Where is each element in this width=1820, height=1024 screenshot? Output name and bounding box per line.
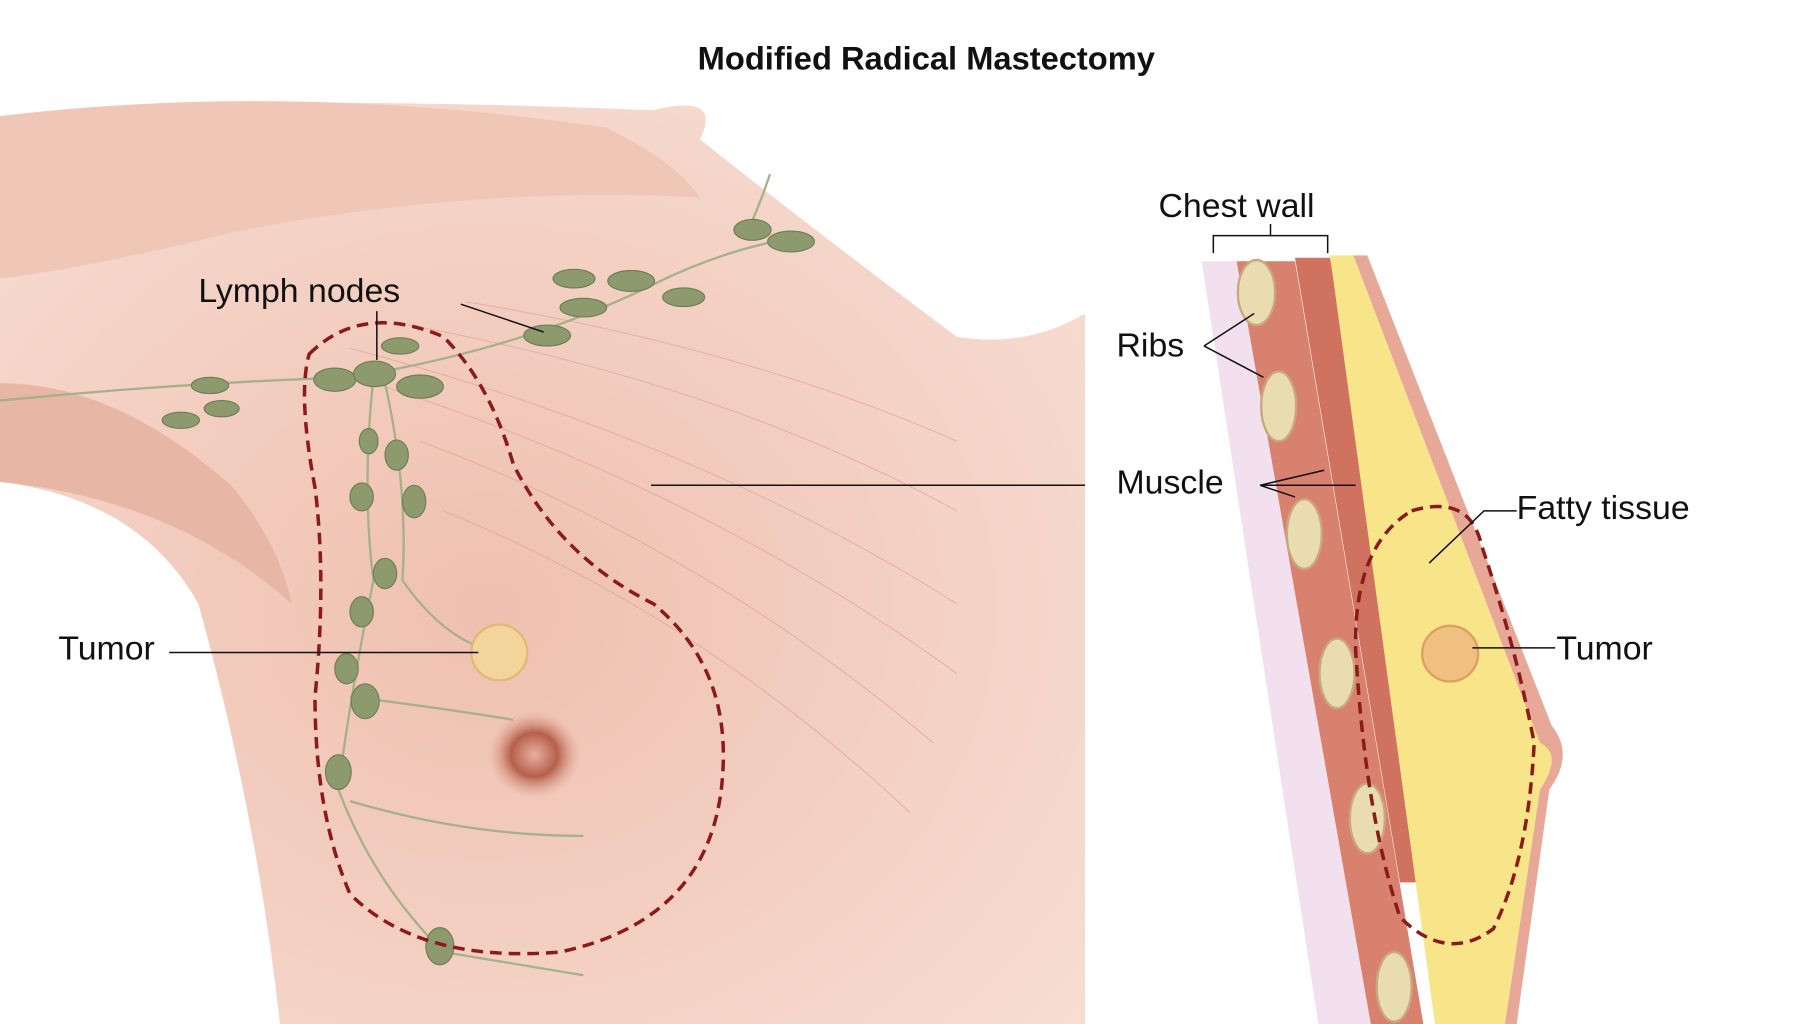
label-tumor-cross: Tumor [1556,630,1652,668]
torso-skin [0,102,1085,1024]
diagram-title: Modified Radical Mastectomy [698,41,1155,77]
front-view [0,101,1115,1024]
nipple [487,710,581,799]
shoulder-skin [0,101,700,279]
incision-outline-cross-section [1353,504,1536,946]
ribs [1236,258,1413,1023]
label-lymph-nodes: Lymph nodes [198,272,400,310]
label-muscle: Muscle [1117,463,1224,501]
tumor-cross-section [1421,624,1480,683]
tumor-front [470,623,529,682]
lymph-nodes [161,218,815,966]
label-chest-wall: Chest wall [1159,187,1315,225]
leader-lines-front [169,303,1115,654]
cross-section [1201,224,1563,1024]
label-tumor-front: Tumor [58,630,154,668]
incision-outline-front [302,321,726,956]
lymph-vessels [0,173,794,977]
muscle-striations [349,301,958,814]
label-fatty-tissue: Fatty tissue [1517,489,1690,527]
leader-lines-cross [1203,224,1556,649]
label-ribs: Ribs [1117,326,1185,364]
arm-pit [0,383,292,604]
